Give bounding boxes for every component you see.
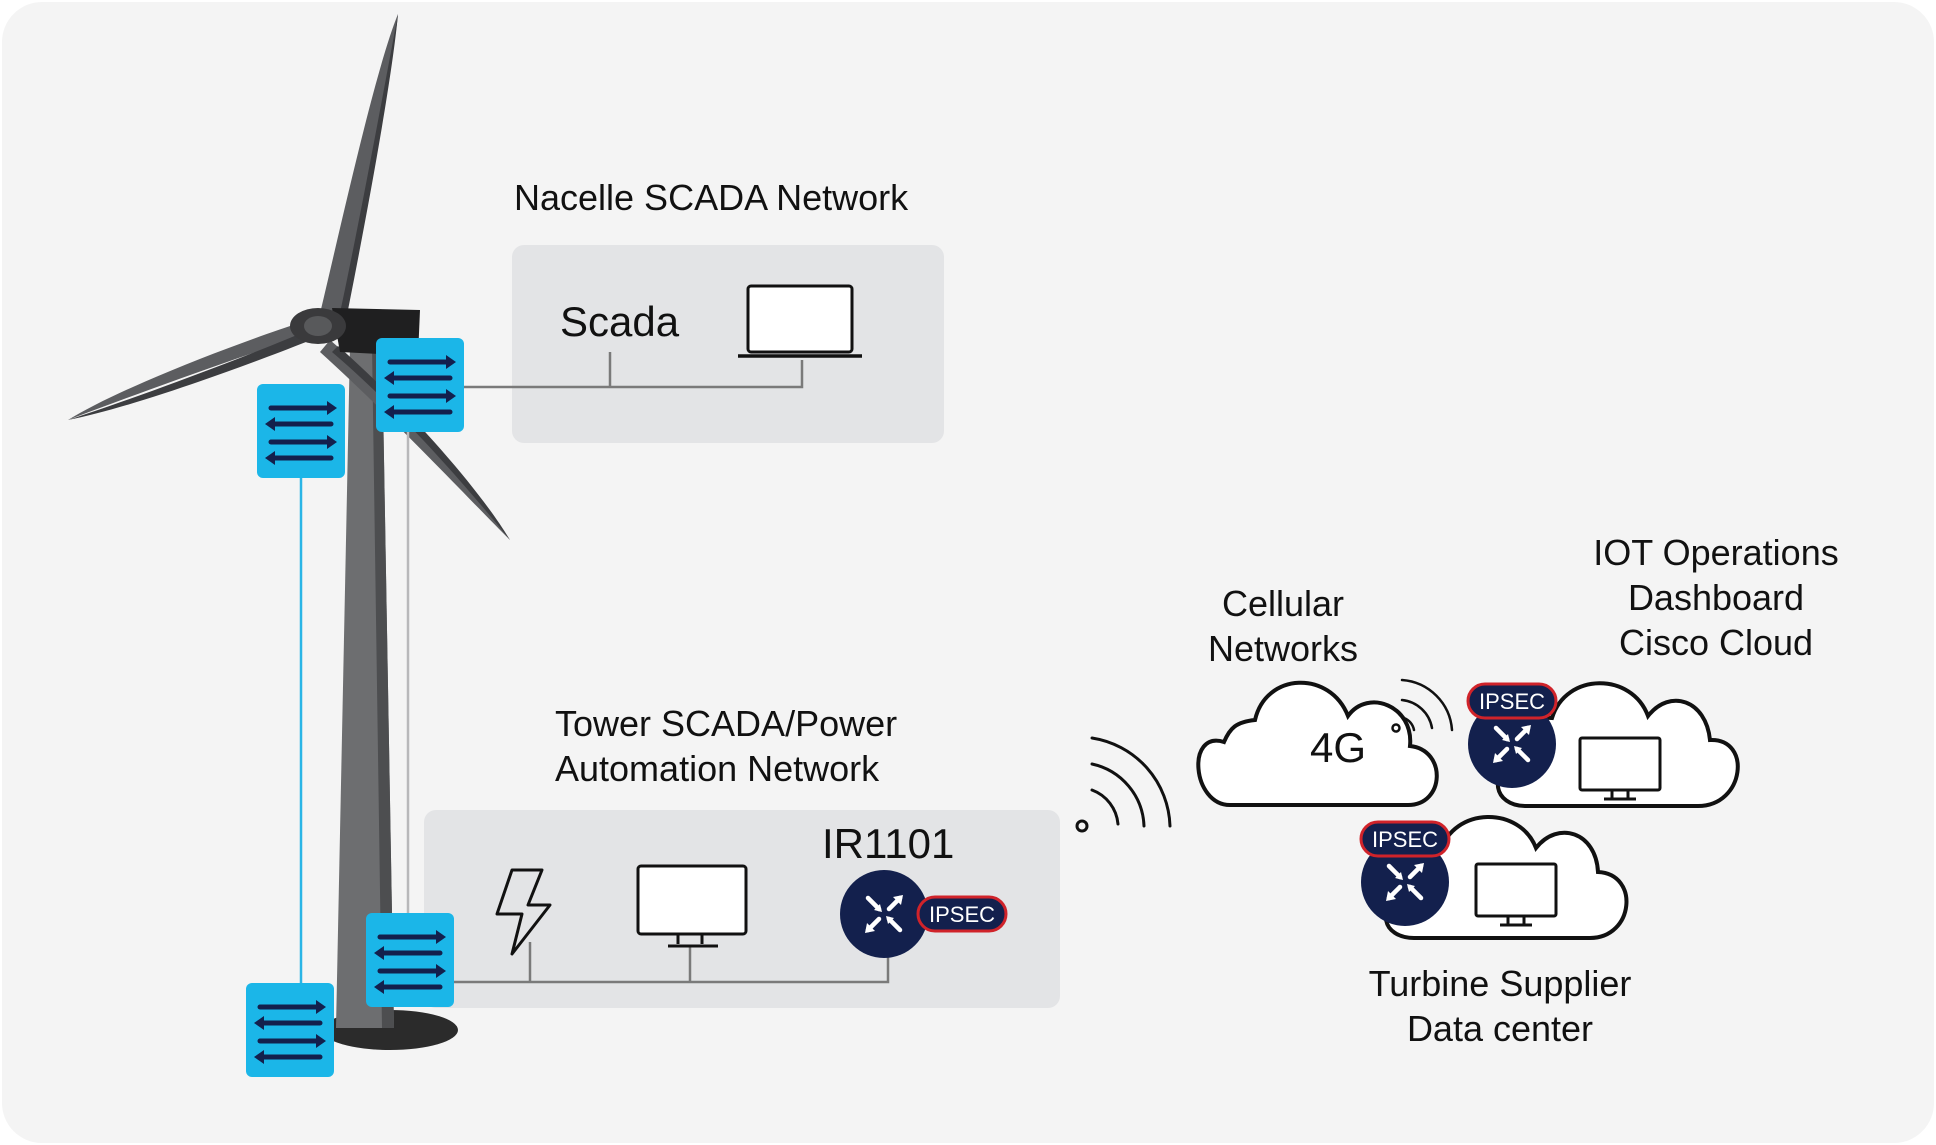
scada-label: Scada [560, 298, 680, 345]
lightning-bolt-icon [495, 868, 552, 956]
cellular-wireless-icon [1391, 678, 1454, 733]
ipsec-badge-supplier: IPSEC [1359, 820, 1451, 858]
supplier-label-line1: Turbine Supplier [1369, 963, 1632, 1004]
monitor-icon[interactable] [636, 864, 748, 948]
ir1101-router[interactable] [840, 870, 928, 958]
ipsec-badge-iot: IPSEC [1466, 682, 1558, 720]
svg-text:IPSEC: IPSEC [929, 902, 995, 927]
iot-label-line1: IOT Operations [1593, 532, 1838, 573]
ir1101-label: IR1101 [822, 820, 954, 867]
supplier-label-line2: Data center [1407, 1008, 1593, 1049]
switch-tower-upper[interactable] [257, 384, 345, 478]
cellular-label-line2: Networks [1208, 628, 1358, 669]
iot-router[interactable] [1468, 700, 1556, 788]
svg-text:IPSEC: IPSEC [1479, 689, 1545, 714]
laptop-icon[interactable] [738, 284, 862, 358]
iot-monitor-icon[interactable] [1578, 736, 1662, 801]
nacelle-title: Nacelle SCADA Network [514, 177, 909, 218]
switch-ground[interactable] [246, 983, 334, 1077]
iot-label-line3: Cisco Cloud [1619, 622, 1813, 663]
tower-title-line1: Tower SCADA/Power [555, 703, 897, 744]
iot-label-line2: Dashboard [1628, 577, 1804, 618]
cellular-cloud: 4G [1196, 680, 1439, 807]
wind-turbine [68, 14, 510, 1050]
tower-title-line2: Automation Network [555, 748, 880, 789]
wireless-signal-icon [1075, 736, 1172, 833]
connection-lines [299, 352, 890, 988]
cloud-4g-label: 4G [1310, 724, 1366, 771]
cellular-label-line1: Cellular [1222, 583, 1344, 624]
switch-tower-base[interactable] [366, 913, 454, 1007]
supplier-router[interactable] [1361, 838, 1449, 926]
ipsec-badge-router: IPSEC [916, 895, 1008, 933]
switch-nacelle[interactable] [376, 338, 464, 432]
svg-text:IPSEC: IPSEC [1372, 827, 1438, 852]
supplier-monitor-icon[interactable] [1474, 862, 1558, 927]
